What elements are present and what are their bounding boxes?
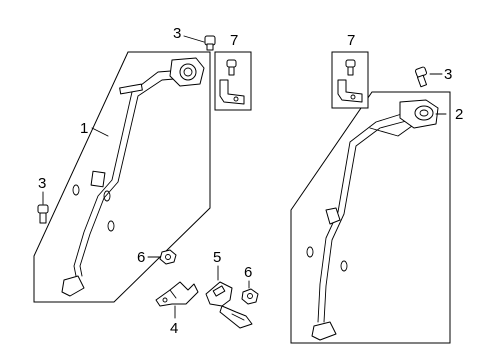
left-belt-tongue bbox=[90, 170, 106, 188]
guide-bracket-right bbox=[337, 79, 363, 103]
callout-6-left: 6 bbox=[137, 249, 145, 266]
bolt-icon-left-side bbox=[37, 204, 49, 224]
left-mounting-hole bbox=[72, 184, 80, 196]
right-seat-belt-assembly bbox=[290, 91, 451, 344]
right-belt-tongue bbox=[325, 207, 341, 225]
callout-6-right: 6 bbox=[244, 264, 252, 281]
nut-icon-left bbox=[159, 249, 177, 265]
right-mounting-hole bbox=[340, 260, 348, 272]
left-retractor bbox=[169, 57, 205, 87]
left-upper-guide bbox=[119, 83, 143, 95]
callout-3-top-left: 3 bbox=[173, 25, 181, 42]
callout-3-right: 3 bbox=[444, 66, 452, 83]
callout-2: 2 bbox=[455, 106, 463, 123]
left-assembly-outline bbox=[33, 51, 211, 303]
right-retractor bbox=[399, 99, 439, 129]
left-belt-webbing bbox=[73, 69, 185, 277]
left-anchor-plate bbox=[61, 275, 85, 297]
guide-box-right bbox=[331, 51, 369, 109]
callout-5: 5 bbox=[213, 249, 221, 266]
right-anchor-plate bbox=[311, 321, 337, 341]
bolt-icon-right bbox=[414, 66, 428, 88]
nut-icon-right bbox=[241, 288, 259, 305]
left-mounting-hole bbox=[103, 190, 111, 202]
left-seat-belt-assembly bbox=[33, 51, 211, 303]
right-assembly-outline bbox=[290, 91, 451, 344]
bolt-icon-guide-right bbox=[345, 59, 356, 68]
bolt-icon-guide-left bbox=[226, 59, 237, 68]
callout-3-left-side: 3 bbox=[38, 175, 46, 192]
callout-1: 1 bbox=[80, 120, 88, 137]
bolt-icon-top-left bbox=[204, 35, 216, 51]
guide-box-left bbox=[214, 51, 252, 111]
buckle-right bbox=[205, 281, 253, 329]
callout-7-left: 7 bbox=[230, 32, 238, 49]
right-belt-webbing bbox=[317, 111, 409, 323]
callout-7-right: 7 bbox=[347, 32, 355, 49]
right-mounting-hole bbox=[306, 246, 314, 258]
callout-4: 4 bbox=[170, 320, 178, 337]
left-mounting-hole bbox=[107, 220, 115, 232]
buckle-left bbox=[155, 281, 199, 307]
